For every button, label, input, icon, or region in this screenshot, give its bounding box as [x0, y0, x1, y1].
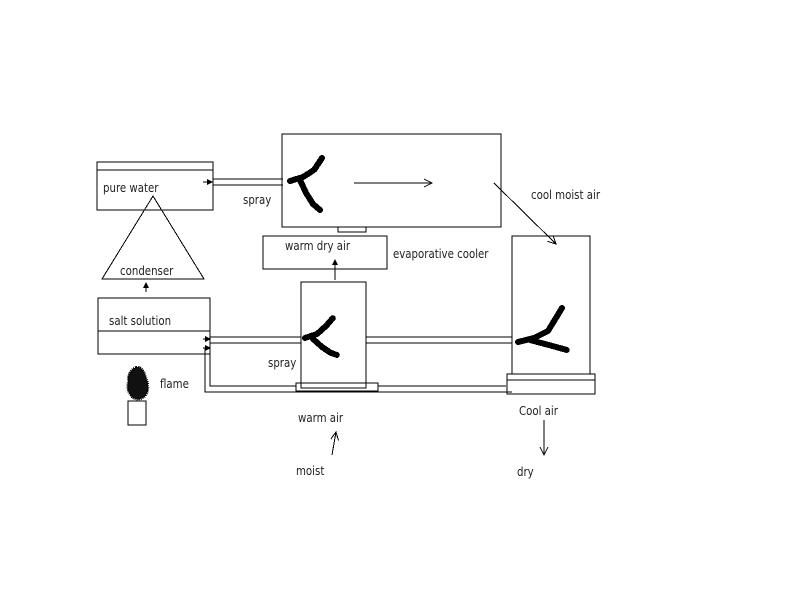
warm-dry-air-label: warm dry air: [285, 239, 351, 253]
middle-chamber: [295, 281, 379, 392]
cool-moist-air-label: cool moist air: [531, 188, 601, 202]
evaporative-cooler-label: evaporative cooler: [393, 247, 489, 261]
right-tower: [506, 235, 596, 395]
spray-nozzle-icon: [287, 155, 325, 213]
warm-air-label: warm air: [298, 411, 344, 425]
condenser-label: condenser: [120, 264, 174, 278]
spray-nozzle-icon: [515, 305, 570, 353]
spray-nozzle-icon: [302, 315, 340, 358]
cool-air-label: Cool air: [519, 404, 558, 418]
spray-label-top: spray: [243, 193, 272, 207]
cool-moist-air-arrow: [493, 182, 556, 244]
pure-water-pipe: [203, 178, 283, 186]
flame-label: flame: [160, 377, 189, 391]
dry-label: dry: [517, 465, 534, 479]
spray-label-mid: spray: [268, 356, 297, 370]
flame-icon: [126, 365, 150, 426]
moist-air-inlet-arrow: [332, 432, 336, 456]
pure-water-label: pure water: [103, 181, 159, 195]
pure-water-tank: [96, 161, 214, 211]
salt-solution-label: salt solution: [109, 314, 172, 328]
top-chamber: [281, 133, 502, 233]
salt-solution-tank: [97, 297, 211, 355]
salt-solution-pipes: [203, 336, 512, 393]
condenser-triangle: [101, 195, 205, 280]
moist-label: moist: [296, 464, 325, 478]
evaporative-cooler-box: [262, 235, 388, 270]
